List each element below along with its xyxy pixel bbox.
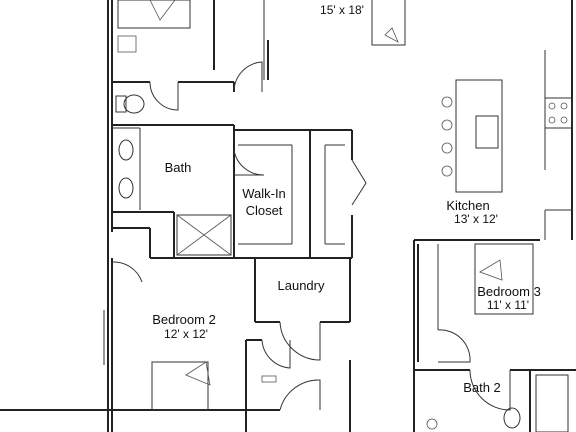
fixtures: [103, 0, 573, 432]
kitchen-label: Kitchen: [446, 198, 489, 213]
bedroom2-label: Bedroom 2: [152, 312, 216, 327]
laundry-label: Laundry: [278, 278, 325, 293]
bath-label: Bath: [165, 160, 192, 175]
bedroom3-dims: 11' x 11': [487, 298, 529, 312]
top-room-dims: 15' x 18': [320, 3, 364, 17]
room-labels: 15' x 18' Bath Walk-In Closet Kitchen 13…: [152, 3, 541, 395]
bath2-label: Bath 2: [463, 380, 501, 395]
bedroom3-label: Bedroom 3: [477, 284, 541, 299]
bedroom2-dims: 12' x 12': [164, 327, 208, 341]
walk-in-closet-label-line2: Closet: [246, 203, 283, 218]
doors: [111, 61, 511, 411]
kitchen-dims: 13' x 12': [454, 212, 498, 226]
walk-in-closet-label-line1: Walk-In: [242, 186, 286, 201]
